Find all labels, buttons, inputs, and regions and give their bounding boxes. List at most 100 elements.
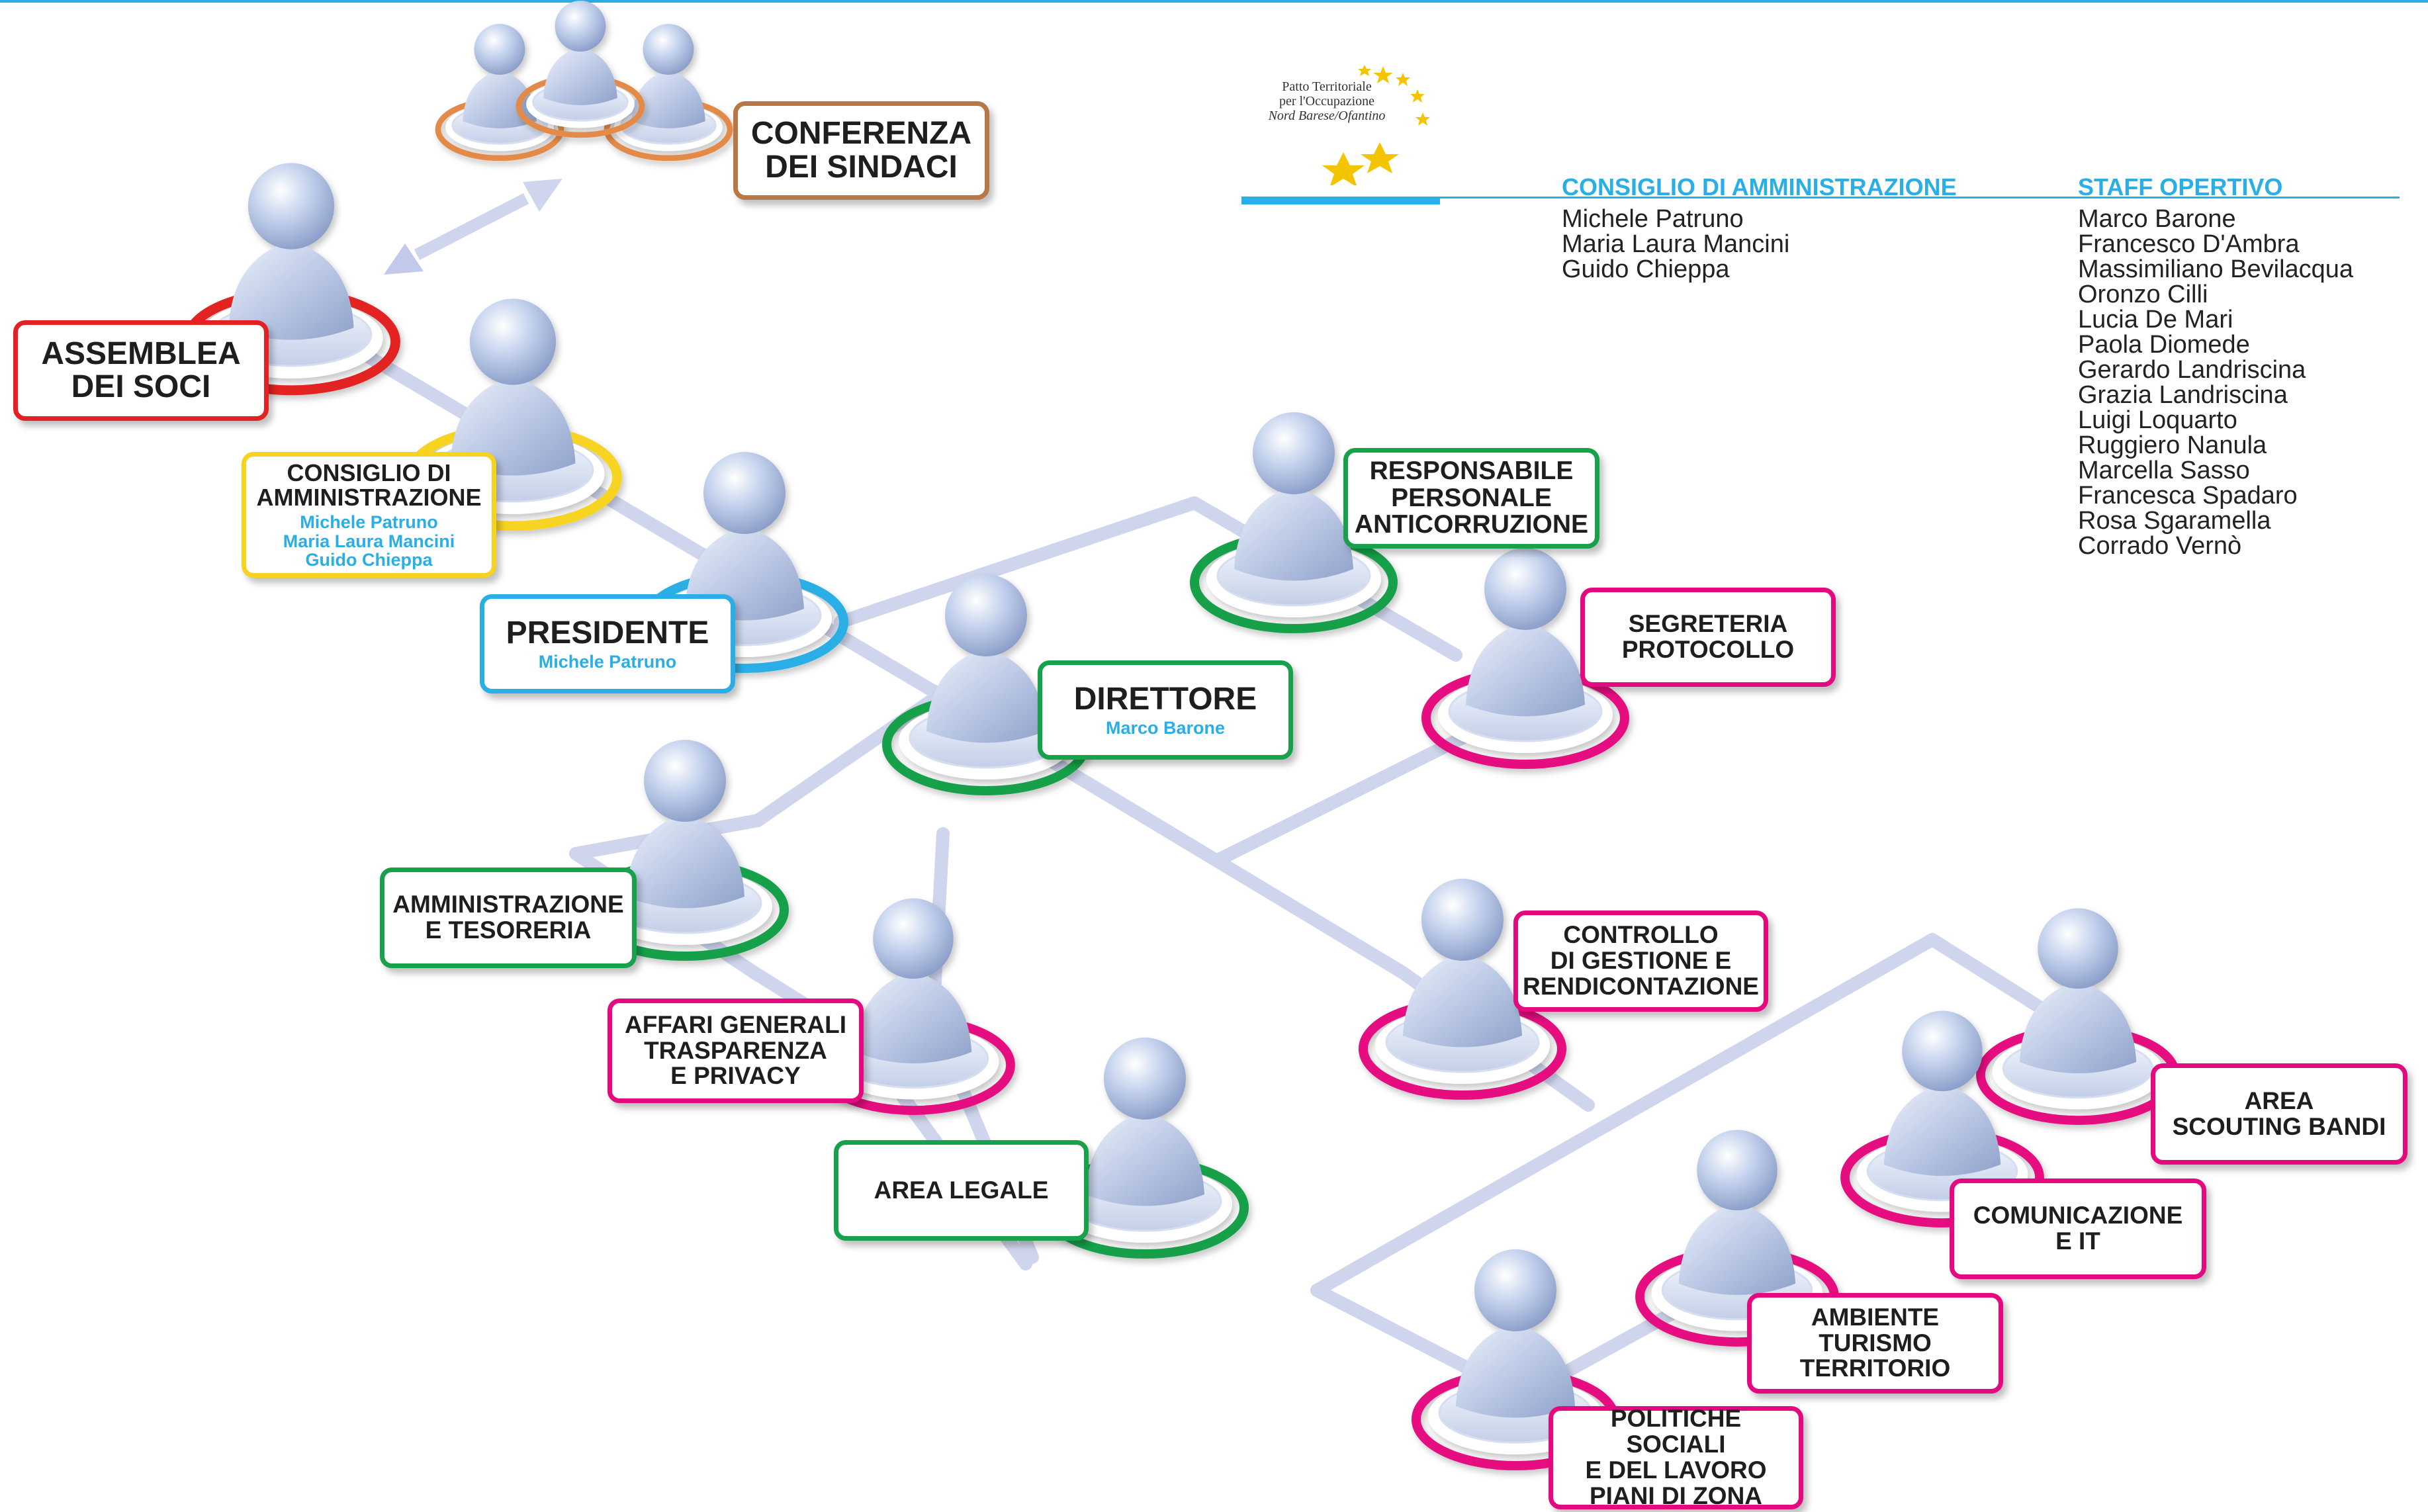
staff-member-item: Lucia De Mari <box>2078 306 2233 334</box>
logo-line-2: per l'Occupazione <box>1279 94 1375 109</box>
node-title: AREA SCOUTING BANDI <box>2172 1087 2386 1140</box>
node-affari-generali: AFFARI GENERALI TRASPARENZA E PRIVACY <box>607 999 864 1103</box>
logo-line-3: Nord Barese/Ofantino <box>1268 109 1386 123</box>
staff-heading: STAFF OPERTIVO <box>2078 173 2283 200</box>
pawn-head-icon <box>555 1 606 52</box>
node-ambiente-turismo-territorio: AMBIENTE TURISMO TERRITORIO <box>1747 1293 2003 1394</box>
node-subtitle: Michele Patruno <box>538 652 677 672</box>
node-subtitle: Michele Patruno Maria Laura Mancini Guid… <box>283 512 455 570</box>
pawn-figure-ambiente <box>1635 1130 1839 1347</box>
pawn-head-icon <box>1474 1249 1556 1331</box>
logo-line-1: Patto Territoriale <box>1282 79 1372 94</box>
pawn-head-icon <box>1253 412 1335 494</box>
node-conferenza-dei-sindaci: CONFERENZA DEI SINDACI <box>733 101 989 200</box>
legend-rule <box>1241 197 2400 199</box>
node-title: PRESIDENTE <box>506 615 709 650</box>
pawn-body-icon <box>926 648 1046 743</box>
staff-member-item: Francesca Spadaro <box>2078 482 2298 510</box>
pawn-body-icon <box>450 377 576 476</box>
top-accent-line <box>0 0 2428 3</box>
pawn-head-icon <box>469 298 557 385</box>
node-politiche-sociali: POLITICHE SOCIALI E DEL LAVORO PIANI DI … <box>1549 1405 1803 1509</box>
pawn-figure-anticorruzione <box>1190 412 1398 633</box>
pawn-body-icon <box>854 971 972 1064</box>
pawn-body-icon <box>1466 622 1585 717</box>
pawn-body-icon <box>1883 1083 2001 1177</box>
staff-member-item: Luigi Loquarto <box>2078 406 2237 434</box>
staff-member-item: Corrado Vernò <box>2078 532 2242 560</box>
pawn-head-icon <box>643 24 694 75</box>
staff-member-item: Oronzo Cilli <box>2078 281 2208 308</box>
pawn-head-icon <box>247 163 335 249</box>
pawn-body-icon <box>1403 953 1522 1047</box>
staff-member-item: Grazia Landriscina <box>2078 381 2288 409</box>
node-assemblea-dei-soci: ASSEMBLEA DEI SOCI <box>13 320 269 421</box>
staff-member-item: Paola Diomede <box>2078 331 2250 359</box>
pawn-body-icon <box>1678 1202 1796 1296</box>
node-controllo-di-gestione: CONTROLLO DI GESTIONE E RENDICONTAZIONE <box>1513 911 1768 1012</box>
board-heading: CONSIGLIO DI AMMINISTRAZIONE <box>1562 173 1957 200</box>
board-member-item: Michele Patruno <box>1562 205 1744 233</box>
pawn-head-icon <box>1484 548 1566 630</box>
node-direttore: DIRETTORE Marco Barone <box>1038 660 1293 760</box>
node-title: CONTROLLO DI GESTIONE E RENDICONTAZIONE <box>1523 921 1759 1000</box>
pawn-head-icon <box>1902 1010 1983 1092</box>
node-title: AREA LEGALE <box>874 1176 1049 1204</box>
node-title: SEGRETERIA PROTOCOLLO <box>1621 610 1795 663</box>
arrow-head-up-icon <box>523 179 562 212</box>
staff-member-item: Ruggiero Nanula <box>2078 431 2267 459</box>
node-responsabile-anticorruzione: RESPONSABILE PERSONALE ANTICORRUZIONE <box>1343 448 1599 549</box>
pawn-body-icon <box>1234 486 1353 581</box>
pawn-body-icon <box>1085 1112 1204 1206</box>
pawn-figure-segreteria <box>1421 548 1629 769</box>
node-amministrazione-tesoreria: AMMINISTRAZIONE E TESORERIA <box>380 867 637 968</box>
connector-upper-branch <box>834 496 1462 662</box>
node-title: COMUNICAZIONE E IT <box>1973 1202 2183 1255</box>
node-title: ASSEMBLEA DEI SOCI <box>41 335 241 404</box>
staff-member-item: Massimiliano Bevilacqua <box>2078 255 2354 283</box>
node-title: DIRETTORE <box>1073 681 1257 717</box>
node-segreteria-protocollo: SEGRETERIA PROTOCOLLO <box>1580 588 1836 687</box>
pawn-head-icon <box>873 898 954 979</box>
node-presidente: PRESIDENTE Michele Patruno <box>480 594 735 693</box>
staff-member-item: Francesco D'Ambra <box>2078 230 2300 258</box>
node-title: AFFARI GENERALI TRASPARENZA E PRIVACY <box>624 1010 847 1090</box>
pawn-body-icon <box>543 46 617 105</box>
pawn-head-icon <box>474 24 525 75</box>
node-area-scouting-bandi: AREA SCOUTING BANDI <box>2151 1063 2407 1165</box>
staff-member-item: Marcella Sasso <box>2078 457 2250 484</box>
pawn-head-icon <box>945 574 1027 656</box>
node-subtitle: Marco Barone <box>1105 718 1226 738</box>
logo-text: Patto Territoriale per l'Occupazione Nor… <box>1244 79 1410 123</box>
node-title: CONFERENZA DEI SINDACI <box>750 116 972 185</box>
connector-main-diagonal <box>285 304 1036 754</box>
pawn-body-icon <box>625 814 744 909</box>
node-area-legale: AREA LEGALE <box>834 1140 1089 1241</box>
node-title: POLITICHE SOCIALI E DEL LAVORO PIANI DI … <box>1585 1405 1767 1509</box>
staff-member-item: Gerardo Landriscina <box>2078 356 2306 384</box>
pawn-figure-direttore <box>882 574 1090 795</box>
pawn-figure-legale <box>1041 1038 1249 1259</box>
pawn-body-icon <box>631 69 705 128</box>
pawn-head-icon <box>1104 1038 1186 1120</box>
pawn-figure-controllo <box>1359 879 1566 1100</box>
pawn-figure-scouting <box>1976 908 2180 1125</box>
arrow-head-down-icon <box>384 244 424 275</box>
staff-member-item: Marco Barone <box>2078 205 2236 233</box>
node-comunicazione-it: COMUNICAZIONE E IT <box>1950 1178 2206 1279</box>
logo: Patto Territoriale per l'Occupazione Nor… <box>1244 60 1443 185</box>
pawn-body-icon <box>2019 981 2137 1074</box>
pawn-head-icon <box>1421 879 1504 961</box>
pawn-body-icon <box>1456 1323 1575 1418</box>
pawn-figure-amministrazione <box>581 740 789 961</box>
node-consiglio-di-amministrazione: CONSIGLIO DI AMMINISTRAZIONE Michele Pat… <box>242 452 496 578</box>
pawn-body-icon <box>228 241 354 340</box>
pawn-head-icon <box>703 452 786 534</box>
node-title: CONSIGLIO DI AMMINISTRAZIONE <box>256 459 482 511</box>
pawn-head-icon <box>2038 908 2118 989</box>
two-way-arrow <box>384 179 562 275</box>
legend-rule-thick <box>1241 197 1440 204</box>
node-title: AMBIENTE TURISMO TERRITORIO <box>1799 1303 1951 1382</box>
